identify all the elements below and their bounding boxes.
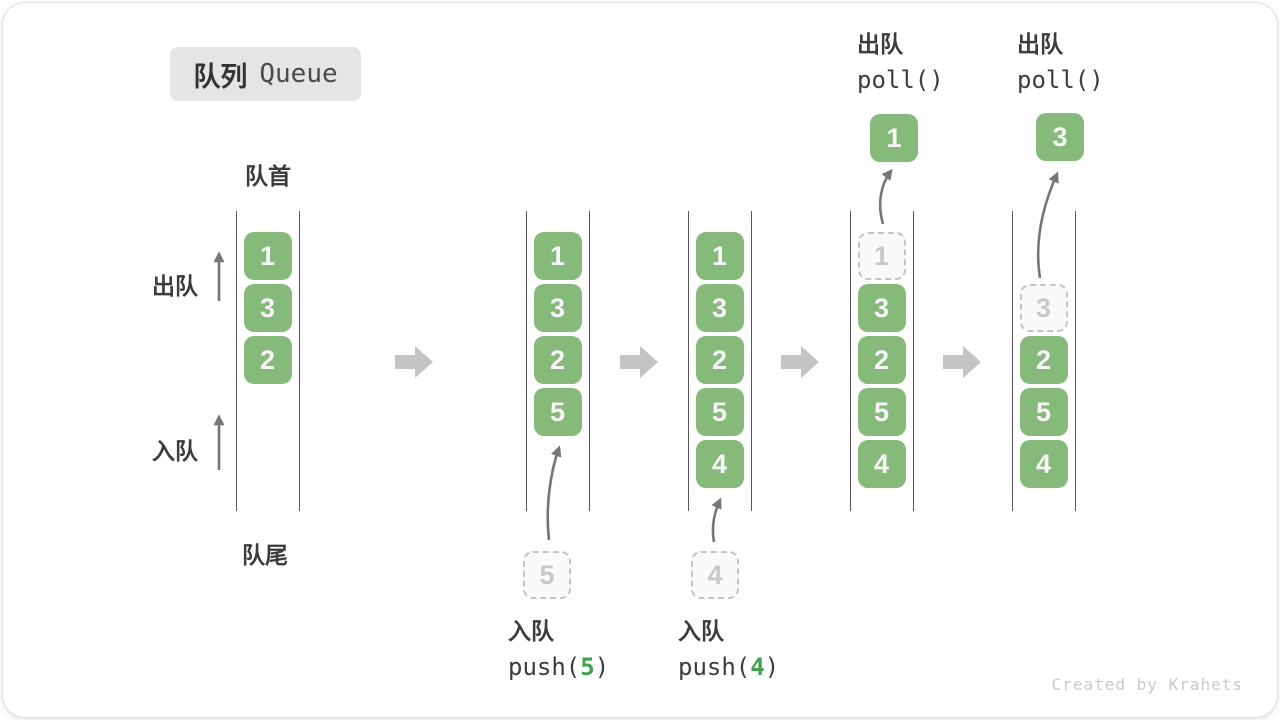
queue-cell: 4 [1019, 440, 1068, 488]
push-code-suffix: ) [594, 653, 610, 681]
poll-label-zh: 出队 [1017, 31, 1063, 57]
push-operation-label: 入队 push(5) [508, 614, 609, 685]
queue-cell: 1 [533, 232, 582, 280]
diagram-card [3, 3, 1277, 717]
queue-cell: 2 [1019, 336, 1068, 384]
queue-cell: 5 [1019, 388, 1068, 436]
push-code-arg: 4 [750, 653, 765, 681]
queue-cell: 5 [695, 388, 744, 436]
queue-cell: 4 [695, 440, 744, 488]
queue-cell: 1 [243, 232, 292, 280]
push-operand-box: 4 [691, 551, 739, 599]
queue-cell: 4 [857, 440, 906, 488]
title-zh: 队列 [193, 61, 248, 92]
poll-result-box: 1 [870, 114, 918, 162]
queue-front-label: 队首 [245, 163, 291, 189]
queue-cell: 5 [533, 388, 582, 436]
queue-cell: 1 [695, 232, 744, 280]
watermark: Created by Krahets [1051, 675, 1243, 694]
push-operand-box: 5 [523, 551, 571, 599]
queue-rear-label: 队尾 [242, 542, 288, 568]
push-code-prefix: push( [508, 653, 581, 681]
poll-label-code: poll() [857, 66, 944, 94]
poll-operation-label: 出队 poll() [857, 27, 944, 98]
title-badge: 队列 Queue [170, 47, 361, 101]
push-label-code: push(5) [508, 649, 609, 685]
queue-cell: 2 [533, 336, 582, 384]
queue-cell: 3 [695, 284, 744, 332]
push-code-arg: 5 [580, 653, 595, 681]
queue-cell: 2 [695, 336, 744, 384]
push-label-zh: 入队 [678, 618, 724, 644]
poll-operation-label: 出队 poll() [1017, 27, 1104, 98]
push-label-zh: 入队 [508, 618, 554, 644]
queue-cell-removed: 3 [1019, 284, 1068, 332]
title-en: Queue [259, 59, 338, 89]
queue-cell: 3 [857, 284, 906, 332]
queue-cell: 2 [857, 336, 906, 384]
enqueue-direction-label: 入队 [152, 438, 198, 464]
push-label-code: push(4) [678, 649, 779, 685]
poll-result-box: 3 [1036, 113, 1084, 161]
push-operation-label: 入队 push(4) [678, 614, 779, 685]
queue-cell-removed: 1 [857, 232, 906, 280]
poll-label-code: poll() [1017, 66, 1104, 94]
queue-cell: 3 [243, 284, 292, 332]
queue-cell: 2 [243, 336, 292, 384]
push-code-prefix: push( [678, 653, 751, 681]
queue-cell: 5 [857, 388, 906, 436]
poll-label-zh: 出队 [857, 31, 903, 57]
queue-cell: 3 [533, 284, 582, 332]
dequeue-direction-label: 出队 [152, 273, 198, 299]
push-code-suffix: ) [764, 653, 780, 681]
